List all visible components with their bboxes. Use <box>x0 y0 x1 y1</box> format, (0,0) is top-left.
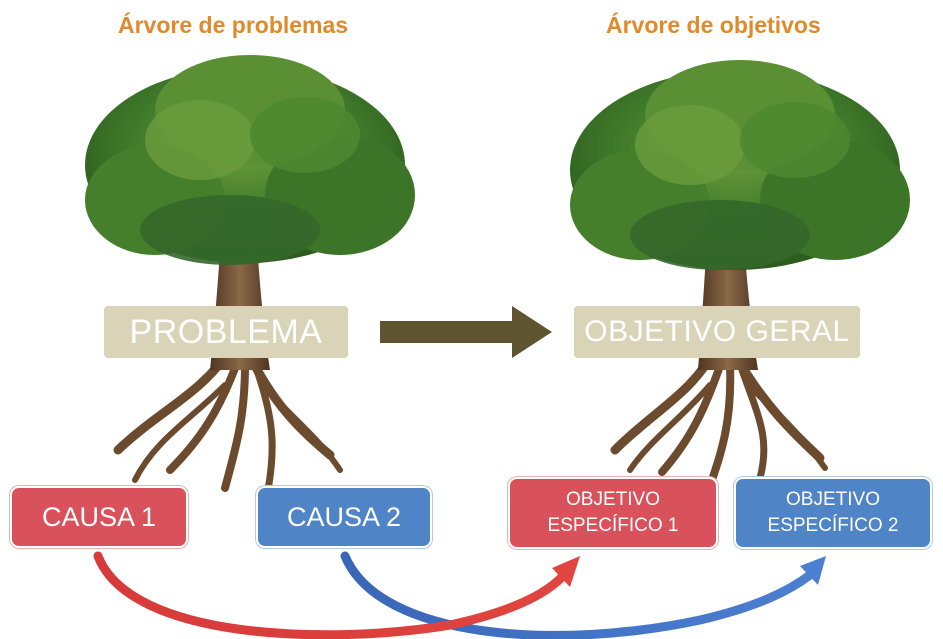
curved-arrow-icon <box>93 551 580 639</box>
tree-icon <box>570 60 910 484</box>
problem-tree-title: Árvore de problemas <box>118 12 349 38</box>
problem-label: PROBLEMA <box>104 306 348 358</box>
specific-objective-2-line2: ESPECÍFICO 2 <box>767 515 899 536</box>
general-objective-label: OBJETIVO GERAL <box>574 306 860 358</box>
cause-2-box: CAUSA 2 <box>256 486 432 548</box>
cause-1-box: CAUSA 1 <box>10 486 188 548</box>
specific-objective-1-line2: ESPECÍFICO 1 <box>547 515 679 536</box>
specific-objective-2-line1: OBJETIVO <box>786 489 880 510</box>
specific-objective-1-line1: OBJETIVO <box>566 489 660 510</box>
objective-tree-title: Árvore de objetivos <box>606 12 821 38</box>
specific-objective-2-box: OBJETIVO ESPECÍFICO 2 <box>734 477 932 549</box>
curved-arrow-icon <box>340 551 826 639</box>
arrow-right-icon <box>380 306 552 358</box>
tree-icon <box>85 55 415 494</box>
specific-objective-1-box: OBJETIVO ESPECÍFICO 1 <box>508 477 718 549</box>
